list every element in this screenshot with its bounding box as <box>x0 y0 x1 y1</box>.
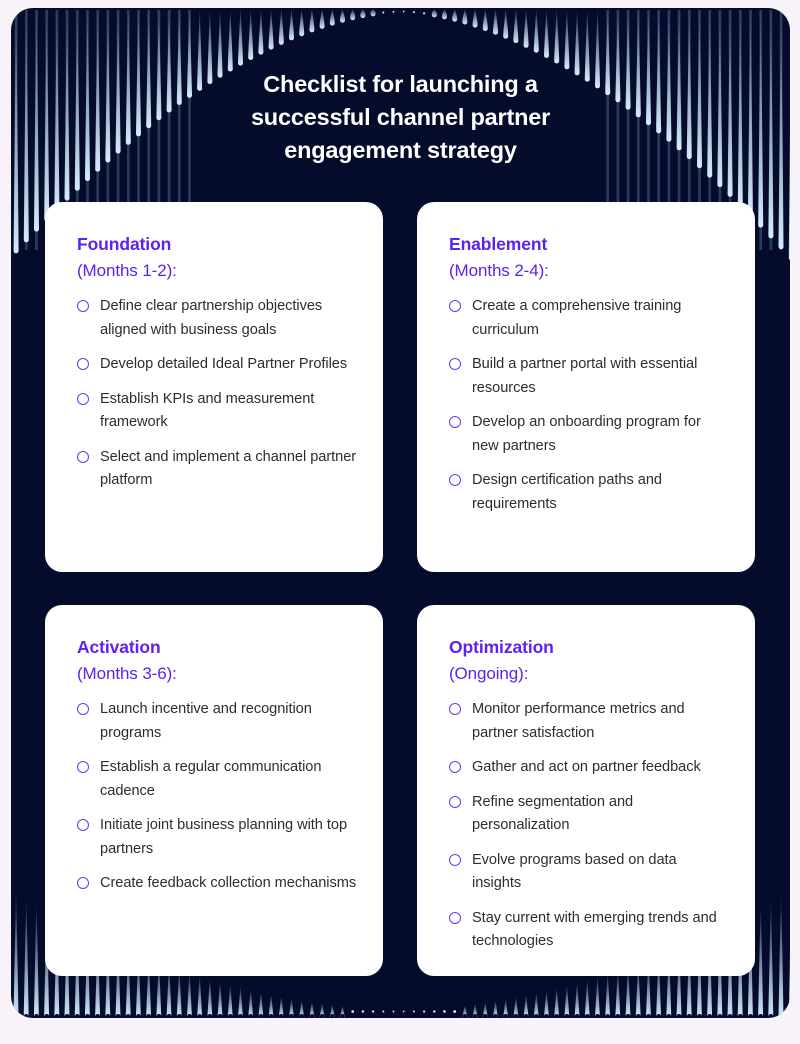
card-period: (Months 2-4): <box>449 261 549 280</box>
checkbox-circle-icon[interactable] <box>449 911 461 924</box>
checkbox-circle-icon[interactable] <box>77 450 89 463</box>
card-period: (Months 1-2): <box>77 261 177 280</box>
checkbox-circle-icon[interactable] <box>449 853 461 866</box>
list-item[interactable]: Build a partner portal with essential re… <box>449 353 729 400</box>
card-enablement: Enablement (Months 2-4): Create a compre… <box>417 202 755 572</box>
list-item-label: Establish a regular communication cadenc… <box>100 759 322 799</box>
list-item[interactable]: Refine segmentation and personalization <box>449 791 729 838</box>
list-item[interactable]: Establish KPIs and measurement framework <box>77 388 357 435</box>
checkbox-circle-icon[interactable] <box>77 877 89 889</box>
list-item[interactable]: Develop an onboarding program for new pa… <box>449 411 729 458</box>
list-item[interactable]: Create feedback collection mechanisms <box>77 872 357 896</box>
card-period: (Ongoing): <box>449 664 529 683</box>
list-item-label: Create feedback collection mechanisms <box>100 875 357 891</box>
card-heading: Activation <box>77 637 161 657</box>
list-item-label: Select and implement a channel partner p… <box>100 448 357 489</box>
checkbox-circle-icon[interactable] <box>449 416 461 428</box>
list-item[interactable]: Create a comprehensive training curricul… <box>449 295 729 342</box>
list-item[interactable]: Evolve programs based on data insights <box>449 849 729 896</box>
decorative-teardrop-pattern <box>13 9 790 1018</box>
page-title: Checklist for launching a successful cha… <box>250 71 551 163</box>
list-item-label: Develop detailed Ideal Partner Profiles <box>100 356 348 372</box>
checkbox-circle-icon[interactable] <box>449 761 461 773</box>
card-foundation: Foundation (Months 1-2): Define clear pa… <box>45 202 383 572</box>
list-item[interactable]: Design certification paths and requireme… <box>449 469 729 516</box>
checklist: Monitor performance metrics and partner … <box>449 698 729 954</box>
card-period: (Months 3-6): <box>77 664 177 683</box>
checkbox-circle-icon[interactable] <box>449 358 461 370</box>
checklist: Launch incentive and recognition program… <box>77 698 357 896</box>
checkbox-circle-icon[interactable] <box>77 761 89 773</box>
list-item-label: Establish KPIs and measurement framework <box>100 390 315 431</box>
list-item[interactable]: Stay current with emerging trends and te… <box>449 907 729 954</box>
checkbox-circle-icon[interactable] <box>449 703 461 715</box>
list-item-label: Evolve programs based on data insights <box>472 851 677 892</box>
list-item[interactable]: Establish a regular communication cadenc… <box>77 756 357 803</box>
checkbox-circle-icon[interactable] <box>449 300 461 312</box>
top-teardrops <box>13 9 790 261</box>
list-item-label: Gather and act on partner feedback <box>472 759 701 775</box>
checkbox-circle-icon[interactable] <box>77 300 89 312</box>
list-item-label: Stay current with emerging trends and te… <box>472 909 717 950</box>
list-item[interactable]: Launch incentive and recognition program… <box>77 698 357 745</box>
list-item-label: Design certification paths and requireme… <box>472 472 662 512</box>
list-item-label: Monitor performance metrics and partner … <box>472 701 685 741</box>
card-heading: Foundation <box>77 234 172 254</box>
list-item-label: Refine segmentation and personalization <box>472 793 634 834</box>
list-item[interactable]: Initiate joint business planning with to… <box>77 814 357 861</box>
list-item[interactable]: Define clear partnership objectives alig… <box>77 295 357 342</box>
checkbox-circle-icon[interactable] <box>77 358 89 370</box>
checklist: Create a comprehensive training curricul… <box>449 295 729 516</box>
list-item-label: Create a comprehensive training curricul… <box>472 298 682 338</box>
list-item-label: Define clear partnership objectives alig… <box>100 298 323 338</box>
card-activation: Activation (Months 3-6): Launch incentiv… <box>45 605 383 976</box>
checkbox-circle-icon[interactable] <box>449 795 461 808</box>
list-item-label: Build a partner portal with essential re… <box>472 356 698 396</box>
checkbox-circle-icon[interactable] <box>77 392 89 405</box>
list-item-label: Develop an onboarding program for new pa… <box>472 414 701 454</box>
card-optimization: Optimization (Ongoing): Monitor performa… <box>417 605 755 976</box>
checkbox-circle-icon[interactable] <box>77 819 89 831</box>
checklist-card-grid: Foundation (Months 1-2): Define clear pa… <box>45 202 755 976</box>
checklist: Define clear partnership objectives alig… <box>77 295 357 493</box>
checkbox-circle-icon[interactable] <box>449 474 461 486</box>
card-heading: Optimization <box>449 637 554 657</box>
checkbox-circle-icon[interactable] <box>77 703 89 715</box>
card-heading: Enablement <box>449 234 548 254</box>
list-item-label: Initiate joint business planning with to… <box>100 817 348 857</box>
list-item[interactable]: Develop detailed Ideal Partner Profiles <box>77 353 357 377</box>
list-item[interactable]: Gather and act on partner feedback <box>449 756 729 780</box>
list-item-label: Launch incentive and recognition program… <box>100 701 312 741</box>
list-item[interactable]: Select and implement a channel partner p… <box>77 446 357 493</box>
list-item[interactable]: Monitor performance metrics and partner … <box>449 698 729 745</box>
